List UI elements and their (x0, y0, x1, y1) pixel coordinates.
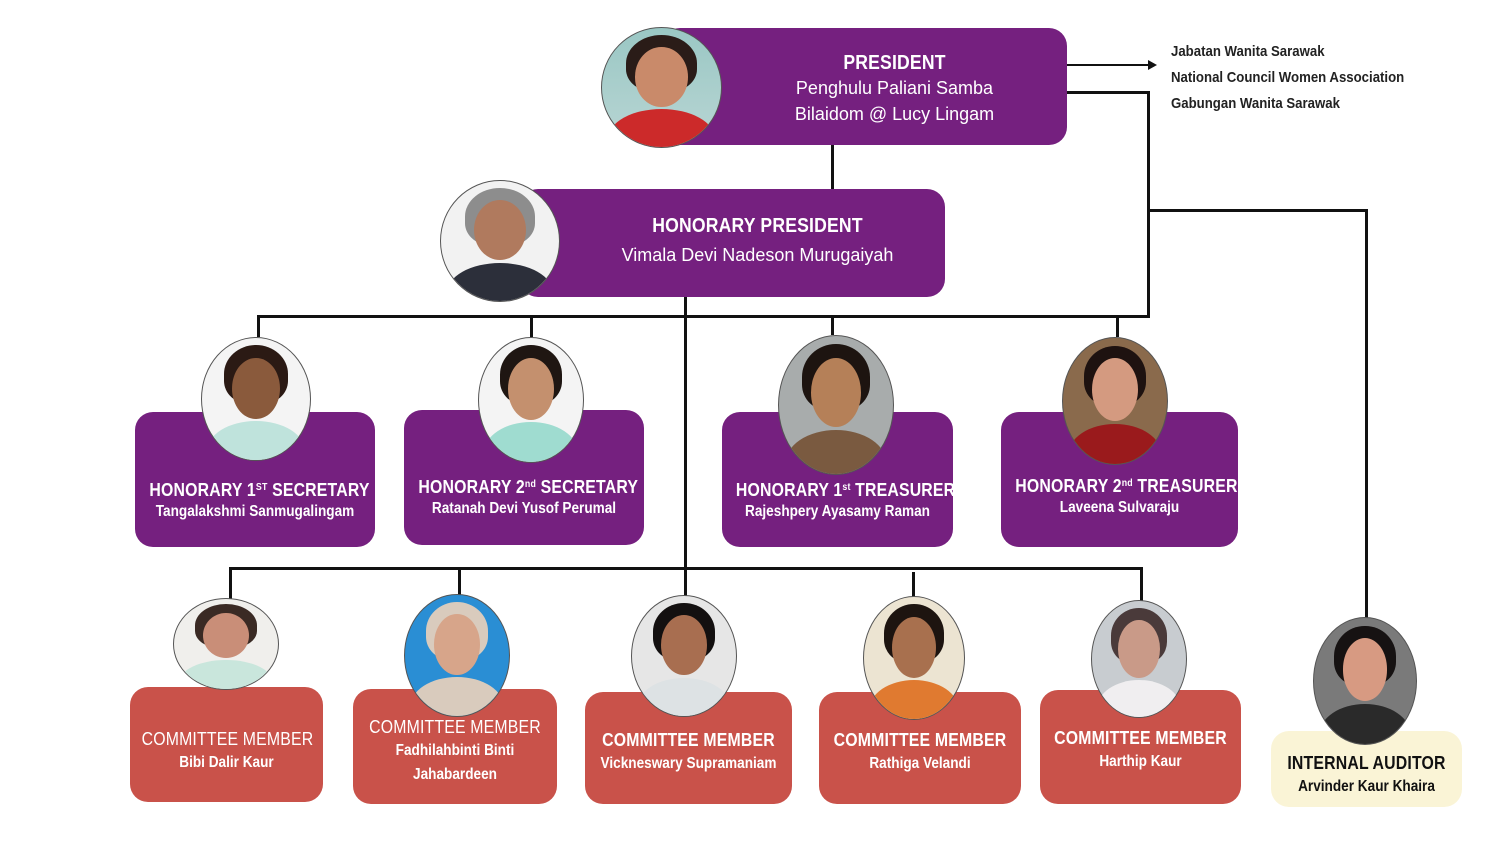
person-name: Harthip Kaur (1099, 753, 1182, 770)
committee-photo-4 (863, 596, 965, 720)
person-name: Vimala Devi Nadeson Murugaiyah (621, 245, 894, 265)
connector-committee-drop-5 (1140, 567, 1143, 601)
role-title: COMMITTEE MEMBER (141, 729, 314, 749)
arrowhead-icon (1148, 60, 1157, 70)
role-title: HONORARY 2nd SECRETARY (418, 477, 639, 497)
committee-photo-3 (631, 595, 737, 717)
role-title: HONORARY 2nd TREASURER (1015, 476, 1238, 496)
committee-photo-5 (1091, 600, 1187, 718)
affiliation-item: National Council Women Association (1171, 69, 1405, 86)
role-title: PRESIDENT (843, 52, 946, 74)
officer-photo-3 (778, 335, 894, 475)
connector-officer-drop-3 (831, 315, 834, 335)
affiliation-item: Gabungan Wanita Sarawak (1171, 95, 1340, 112)
affiliation-item: Jabatan Wanita Sarawak (1171, 43, 1325, 60)
connector-committee-drop-4 (912, 572, 915, 600)
connector-committee-bar (229, 567, 1143, 570)
connector-officer-drop-4 (1116, 315, 1119, 337)
connector-to-auditor-v (1365, 209, 1368, 619)
person-name: Fadhilahbinti Binti (395, 742, 515, 759)
committee-photo-1 (173, 598, 279, 690)
officer-photo-4 (1062, 337, 1168, 465)
honorary-president-card: HONORARY PRESIDENT Vimala Devi Nadeson M… (520, 189, 945, 297)
role-title: HONORARY 1ST SECRETARY (149, 480, 370, 500)
connector-president-right-v (1147, 91, 1150, 318)
role-title: COMMITTEE MEMBER (833, 730, 1007, 750)
person-name: Laveena Sulvaraju (1059, 499, 1180, 516)
person-name: Rathiga Velandi (869, 755, 971, 772)
connector-officers-bar (257, 315, 1150, 318)
role-title: COMMITTEE MEMBER (369, 717, 541, 737)
connector-president-to-affiliations (1066, 64, 1150, 66)
person-name: Penghulu Paliani Samba (795, 78, 994, 98)
role-title: COMMITTEE MEMBER (602, 730, 775, 750)
person-name: Arvinder Kaur Khaira (1298, 778, 1435, 795)
honorary-president-photo (440, 180, 560, 302)
person-name: Vickneswary Supramaniam (600, 755, 777, 772)
president-photo (601, 27, 722, 148)
internal-auditor-photo (1313, 617, 1417, 745)
role-title: COMMITTEE MEMBER (1054, 728, 1227, 748)
connector-officer-drop-1 (257, 315, 260, 337)
role-title: HONORARY PRESIDENT (652, 215, 863, 237)
connector-committee-drop-1 (229, 567, 232, 599)
officer-photo-1 (201, 337, 311, 461)
president-card: PRESIDENT Penghulu Paliani Samba Bilaido… (662, 28, 1067, 145)
role-title: INTERNAL AUDITOR (1287, 753, 1446, 773)
person-name: Rajeshpery Ayasamy Raman (745, 503, 930, 520)
connector-president-to-hon-president (831, 145, 834, 190)
connector-president-right-h (1066, 91, 1150, 94)
connector-officer-drop-2 (530, 315, 533, 337)
committee-card-1: COMMITTEE MEMBER Bibi Dalir Kaur (130, 687, 323, 802)
person-name: Bilaidom @ Lucy Lingam (794, 104, 995, 124)
role-title: HONORARY 1st TREASURER (735, 480, 956, 500)
committee-photo-2 (404, 594, 510, 717)
person-name: Bibi Dalir Kaur (179, 754, 274, 771)
person-name: Jahabardeen (413, 766, 497, 783)
connector-hon-president-to-committee (684, 297, 687, 597)
person-name: Ratanah Devi Yusof Perumal (431, 500, 617, 517)
connector-to-auditor-h (1147, 209, 1367, 212)
officer-photo-2 (478, 337, 584, 463)
person-name: Tangalakshmi Sanmugalingam (155, 503, 355, 520)
connector-committee-drop-2 (458, 567, 461, 595)
